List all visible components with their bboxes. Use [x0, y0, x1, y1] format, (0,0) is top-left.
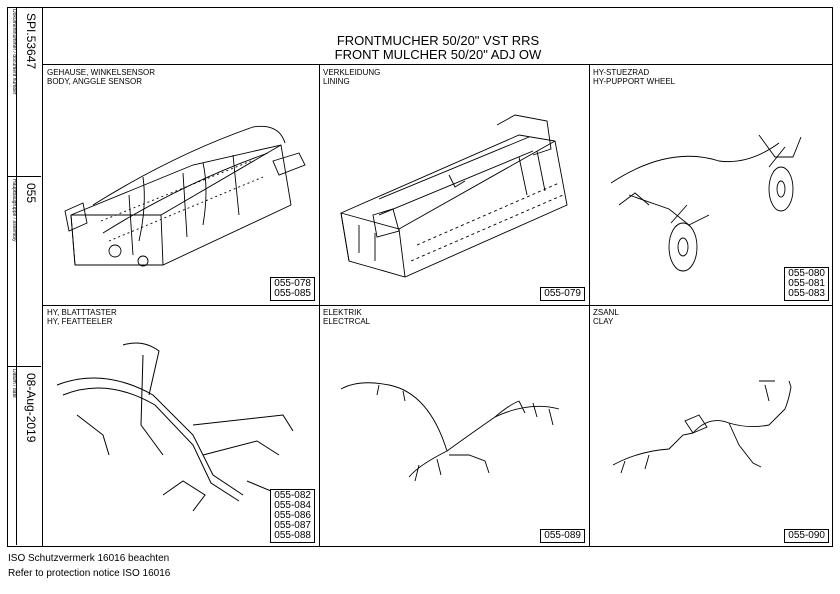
reference-number[interactable]: 055-089: [544, 530, 581, 541]
title-english: FRONT MULCHER 50/20" ADJ OW: [334, 47, 542, 62]
reference-box: 055-078 055-085: [270, 277, 315, 301]
support-wheel-illustration: [610, 134, 802, 272]
reference-box: 055-090: [784, 529, 829, 543]
panel-caption-de: ELEKTRIK: [323, 308, 362, 317]
grid-divider: [589, 65, 590, 547]
electrical-harness-illustration: [340, 382, 560, 482]
feeler-hydraulics-illustration: [56, 342, 294, 516]
panel-caption-en: CLAY: [593, 317, 614, 326]
side-strip: Dokumentnummer / document number SPI.536…: [7, 7, 43, 547]
panel-support-wheel[interactable]: HY-STUEZRAD HY-PUPPORT WHEEL 055-080 055…: [589, 65, 833, 305]
panel-caption-de: GEHAUSE, WINKELSENSOR: [47, 68, 156, 77]
assembly-cell: Hauptbaugruppe / assembly 055: [7, 177, 41, 367]
assembly-label: Hauptbaugruppe / assembly: [11, 179, 17, 242]
panel-caption-de: HY, BLATTTASTER: [47, 308, 117, 317]
reference-number[interactable]: 055-081: [788, 278, 825, 289]
protection-notice-en: Refer to protection notice ISO 16016: [8, 568, 171, 579]
reference-number[interactable]: 055-082: [274, 490, 311, 501]
reference-number[interactable]: 055-083: [788, 288, 825, 299]
lining-illustration: [340, 114, 568, 278]
panel-caption-en: ELECTRCAL: [323, 317, 371, 326]
reference-number[interactable]: 055-088: [274, 530, 311, 541]
date-label: Datum / date: [11, 369, 17, 398]
panel-lining[interactable]: VERKLEIDUNG LINING 055-079: [319, 65, 589, 305]
panel-body-angle-sensor[interactable]: GEHAUSE, WINKELSENSOR BODY, ANGGLE SENSO…: [43, 65, 319, 305]
panel-clay[interactable]: ZSANL CLAY 055-090: [589, 305, 833, 547]
document-number-label: Dokumentnummer / document number: [11, 9, 17, 95]
date-cell: Datum / date 08-Aug-2019: [7, 367, 41, 545]
drawing-sheet: [7, 7, 833, 547]
title-german: FRONTMUCHER 50/20" VST RRS: [336, 33, 540, 48]
reference-box: 055-080 055-081 055-083: [784, 267, 829, 301]
panel-caption-de: HY-STUEZRAD: [593, 68, 650, 77]
title-block: FRONTMUCHER 50/20" VST RRS FRONT MULCHER…: [43, 7, 833, 65]
grid-divider: [43, 305, 833, 306]
reference-number[interactable]: 055-079: [544, 288, 581, 299]
panel-caption-de: VERKLEIDUNG: [323, 68, 381, 77]
date-value: 08-Aug-2019: [24, 373, 38, 443]
protection-notice-de: ISO Schutzvermerk 16016 beachten: [8, 553, 170, 564]
panel-caption-en: BODY, ANGGLE SENSOR: [47, 77, 142, 86]
panel-electrical[interactable]: ELEKTRIK ELECTRCAL 055-089: [319, 305, 589, 547]
panel-caption-en: LINING: [323, 77, 350, 86]
reference-number[interactable]: 055-090: [788, 530, 825, 541]
document-number-value: SPI.53647: [24, 13, 38, 70]
clay-harness-illustration: [612, 380, 792, 474]
reference-box: 055-082 055-084 055-086 055-087 055-088: [270, 489, 315, 543]
reference-number[interactable]: 055-078: [274, 278, 311, 289]
reference-box: 055-079: [540, 287, 585, 301]
panel-caption-en: HY, FEATTEELER: [47, 317, 113, 326]
reference-number[interactable]: 055-086: [274, 510, 311, 521]
panel-caption-en: HY-PUPPORT WHEEL: [593, 77, 676, 86]
reference-number[interactable]: 055-080: [788, 268, 825, 279]
panel-feeler[interactable]: HY, BLATTTASTER HY, FEATTEELER 055-082 0…: [43, 305, 319, 547]
assembly-value: 055: [24, 183, 38, 204]
reference-number[interactable]: 055-087: [274, 520, 311, 531]
reference-number[interactable]: 055-085: [274, 288, 311, 299]
document-number-cell: Dokumentnummer / document number SPI.536…: [7, 7, 41, 177]
mulcher-body-illustration: [64, 125, 306, 267]
grid-divider: [319, 65, 320, 547]
reference-number[interactable]: 055-084: [274, 500, 311, 511]
reference-box: 055-089: [540, 529, 585, 543]
panel-caption-de: ZSANL: [593, 308, 619, 317]
